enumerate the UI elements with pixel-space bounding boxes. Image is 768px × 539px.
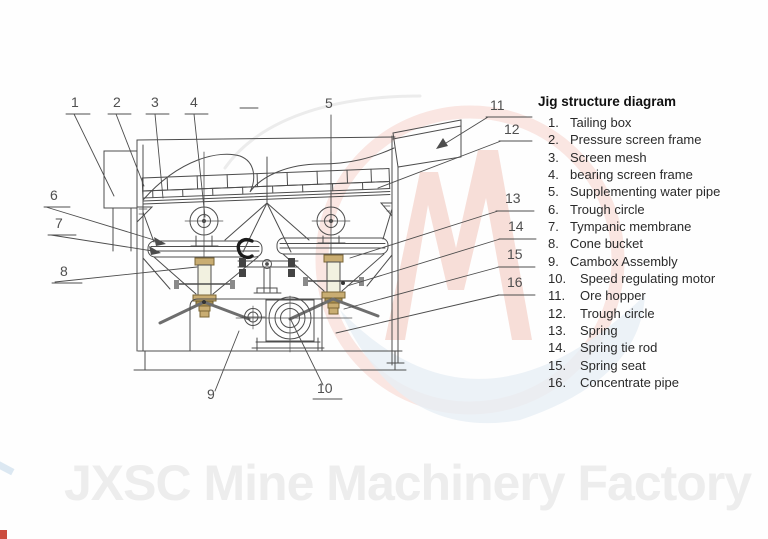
logo-blue-swoosh: [340, 295, 645, 424]
callout-9: 9: [207, 386, 215, 402]
callout-16: 16: [507, 274, 523, 290]
legend-panel: Jig structure diagram 1.Tailing box 2.Pr…: [538, 94, 764, 392]
spring-shaft-right: [288, 254, 380, 321]
callout-7: 7: [55, 215, 63, 231]
callout-5: 5: [325, 95, 333, 111]
callout-10: 10: [317, 380, 333, 396]
legend-list: 1.Tailing box 2.Pressure screen frame 3.…: [538, 114, 764, 392]
legend-item: 10.Speed regulating motor: [548, 271, 716, 287]
trough-left: [147, 240, 263, 295]
legend-item: 6.Trough circle: [548, 201, 645, 217]
callout-1: 1: [71, 94, 79, 110]
cambox-assembly: [189, 295, 353, 353]
callout-13: 13: [505, 190, 521, 206]
legend-item: 9.Cambox Assembly: [548, 253, 678, 269]
machine-frame: [133, 135, 407, 371]
callout-2: 2: [113, 94, 121, 110]
legend-item: 8.Cone bucket: [548, 236, 643, 252]
speed-regulating-motor: [235, 295, 353, 353]
callout-14: 14: [508, 218, 524, 234]
legend-item: 16.Concentrate pipe: [548, 375, 680, 391]
legend-item: 7.Tympanic membrane: [548, 219, 692, 235]
material-wave-line: [142, 147, 395, 201]
callout-11: 11: [490, 97, 505, 113]
legend-item: 3.Screen mesh: [548, 149, 647, 165]
callout-15: 15: [507, 246, 523, 262]
callout-6: 6: [50, 187, 58, 203]
red-corner-mark: [0, 530, 7, 539]
trough-right: [276, 237, 389, 292]
water-pipe-elbow: [236, 238, 254, 260]
ore-hopper: [392, 119, 462, 168]
legend-title: Jig structure diagram: [538, 94, 677, 109]
callout-12: 12: [504, 121, 520, 137]
callout-4: 4: [190, 94, 198, 110]
watermark-text: JXSC Mine Machinery Factory: [64, 455, 752, 511]
legend-item: 11.Ore hopper: [548, 288, 646, 304]
center-linkage: [236, 238, 299, 294]
legend-item: 14.Spring tie rod: [548, 340, 658, 356]
legend-item: 12.Trough circle: [548, 305, 655, 321]
callout-3: 3: [151, 94, 159, 110]
legend-item: 13.Spring: [548, 323, 618, 339]
legend-item: 2.Pressure screen frame: [548, 132, 702, 148]
callout-leaders: [43, 107, 537, 400]
legend-item: 4.bearing screen frame: [548, 167, 693, 183]
legend-item: 5.Supplementing water pipe: [548, 184, 721, 200]
jxsc-logo-m: [385, 150, 532, 340]
legend-item: 1.Tailing box: [548, 115, 632, 130]
jxsc-logo-watermark: [223, 94, 645, 424]
callout-8: 8: [60, 263, 68, 279]
legend-item: 15.Spring seat: [548, 357, 646, 373]
tailing-box: [103, 150, 138, 252]
logo-gray-arc: [223, 94, 422, 170]
spring-shaft-left: [158, 257, 251, 325]
